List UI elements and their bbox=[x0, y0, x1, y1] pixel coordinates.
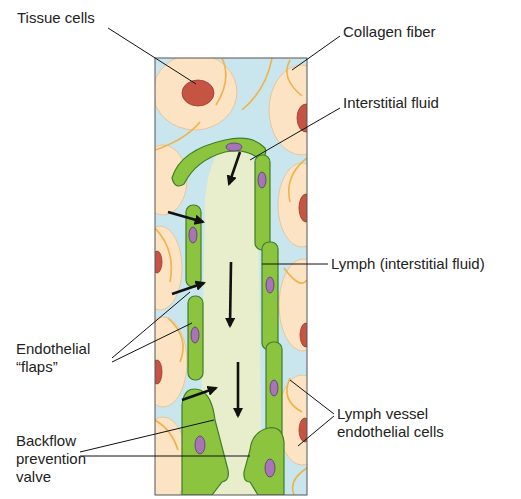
shape bbox=[168, 212, 203, 222]
shape bbox=[182, 80, 214, 106]
callout-label: Lymph (interstitial fluid) bbox=[331, 255, 519, 273]
shape bbox=[270, 380, 278, 396]
shape bbox=[293, 468, 307, 495]
shape bbox=[284, 268, 307, 283]
callout-label: Tissue cells bbox=[17, 9, 157, 27]
shape bbox=[191, 327, 199, 343]
shape bbox=[279, 259, 307, 351]
callout-label: Endothelial “flaps” bbox=[16, 340, 116, 376]
shape bbox=[155, 420, 178, 450]
shape bbox=[287, 60, 302, 96]
shape bbox=[255, 155, 270, 250]
shape bbox=[155, 226, 182, 310]
shape bbox=[155, 317, 187, 407]
shape bbox=[155, 122, 200, 150]
shape bbox=[299, 418, 307, 442]
collagen-fiber bbox=[155, 58, 307, 495]
leader-line bbox=[250, 108, 340, 160]
shape bbox=[189, 227, 197, 243]
shape bbox=[266, 277, 274, 293]
tissue-cell bbox=[155, 58, 307, 495]
callout-label: Lymph vessel endothelial cells bbox=[337, 405, 472, 441]
shape bbox=[237, 362, 240, 416]
shape bbox=[182, 389, 228, 495]
leader-line bbox=[108, 28, 196, 84]
shape bbox=[289, 158, 307, 202]
callout-label: Backflow prevention valve bbox=[16, 432, 106, 486]
leader-line bbox=[262, 264, 328, 265]
shape bbox=[182, 388, 216, 400]
shape bbox=[155, 360, 162, 384]
shape bbox=[155, 228, 171, 282]
shape bbox=[188, 296, 203, 380]
leader-line bbox=[298, 416, 334, 446]
leader-line bbox=[80, 456, 250, 457]
callout-label: Collagen fiber bbox=[343, 23, 513, 41]
panel-border bbox=[155, 58, 307, 495]
shape bbox=[300, 323, 307, 347]
shape bbox=[155, 58, 237, 130]
shape bbox=[265, 459, 275, 477]
endothelial-nucleus bbox=[189, 143, 278, 477]
leader-line bbox=[80, 28, 340, 456]
leader-line bbox=[80, 420, 214, 452]
shape bbox=[216, 58, 226, 105]
shape bbox=[155, 251, 162, 273]
shape bbox=[226, 143, 242, 151]
shape bbox=[172, 138, 266, 186]
panel-border bbox=[155, 58, 307, 495]
shape bbox=[172, 283, 204, 294]
shape bbox=[242, 58, 272, 110]
leader-line bbox=[112, 323, 192, 362]
shape bbox=[262, 242, 278, 350]
leader-line bbox=[112, 292, 190, 358]
shape bbox=[230, 262, 231, 326]
shape bbox=[168, 318, 183, 362]
leader-line bbox=[290, 380, 334, 414]
endothelial-cell bbox=[172, 138, 284, 495]
shape bbox=[195, 436, 205, 454]
flow-arrow bbox=[168, 152, 240, 416]
callout-label: Interstitial fluid bbox=[343, 94, 513, 112]
leader-line bbox=[292, 36, 340, 70]
shape bbox=[299, 194, 307, 222]
shape bbox=[244, 428, 284, 495]
shape bbox=[229, 152, 240, 184]
shape bbox=[266, 342, 282, 440]
shape bbox=[258, 172, 266, 188]
